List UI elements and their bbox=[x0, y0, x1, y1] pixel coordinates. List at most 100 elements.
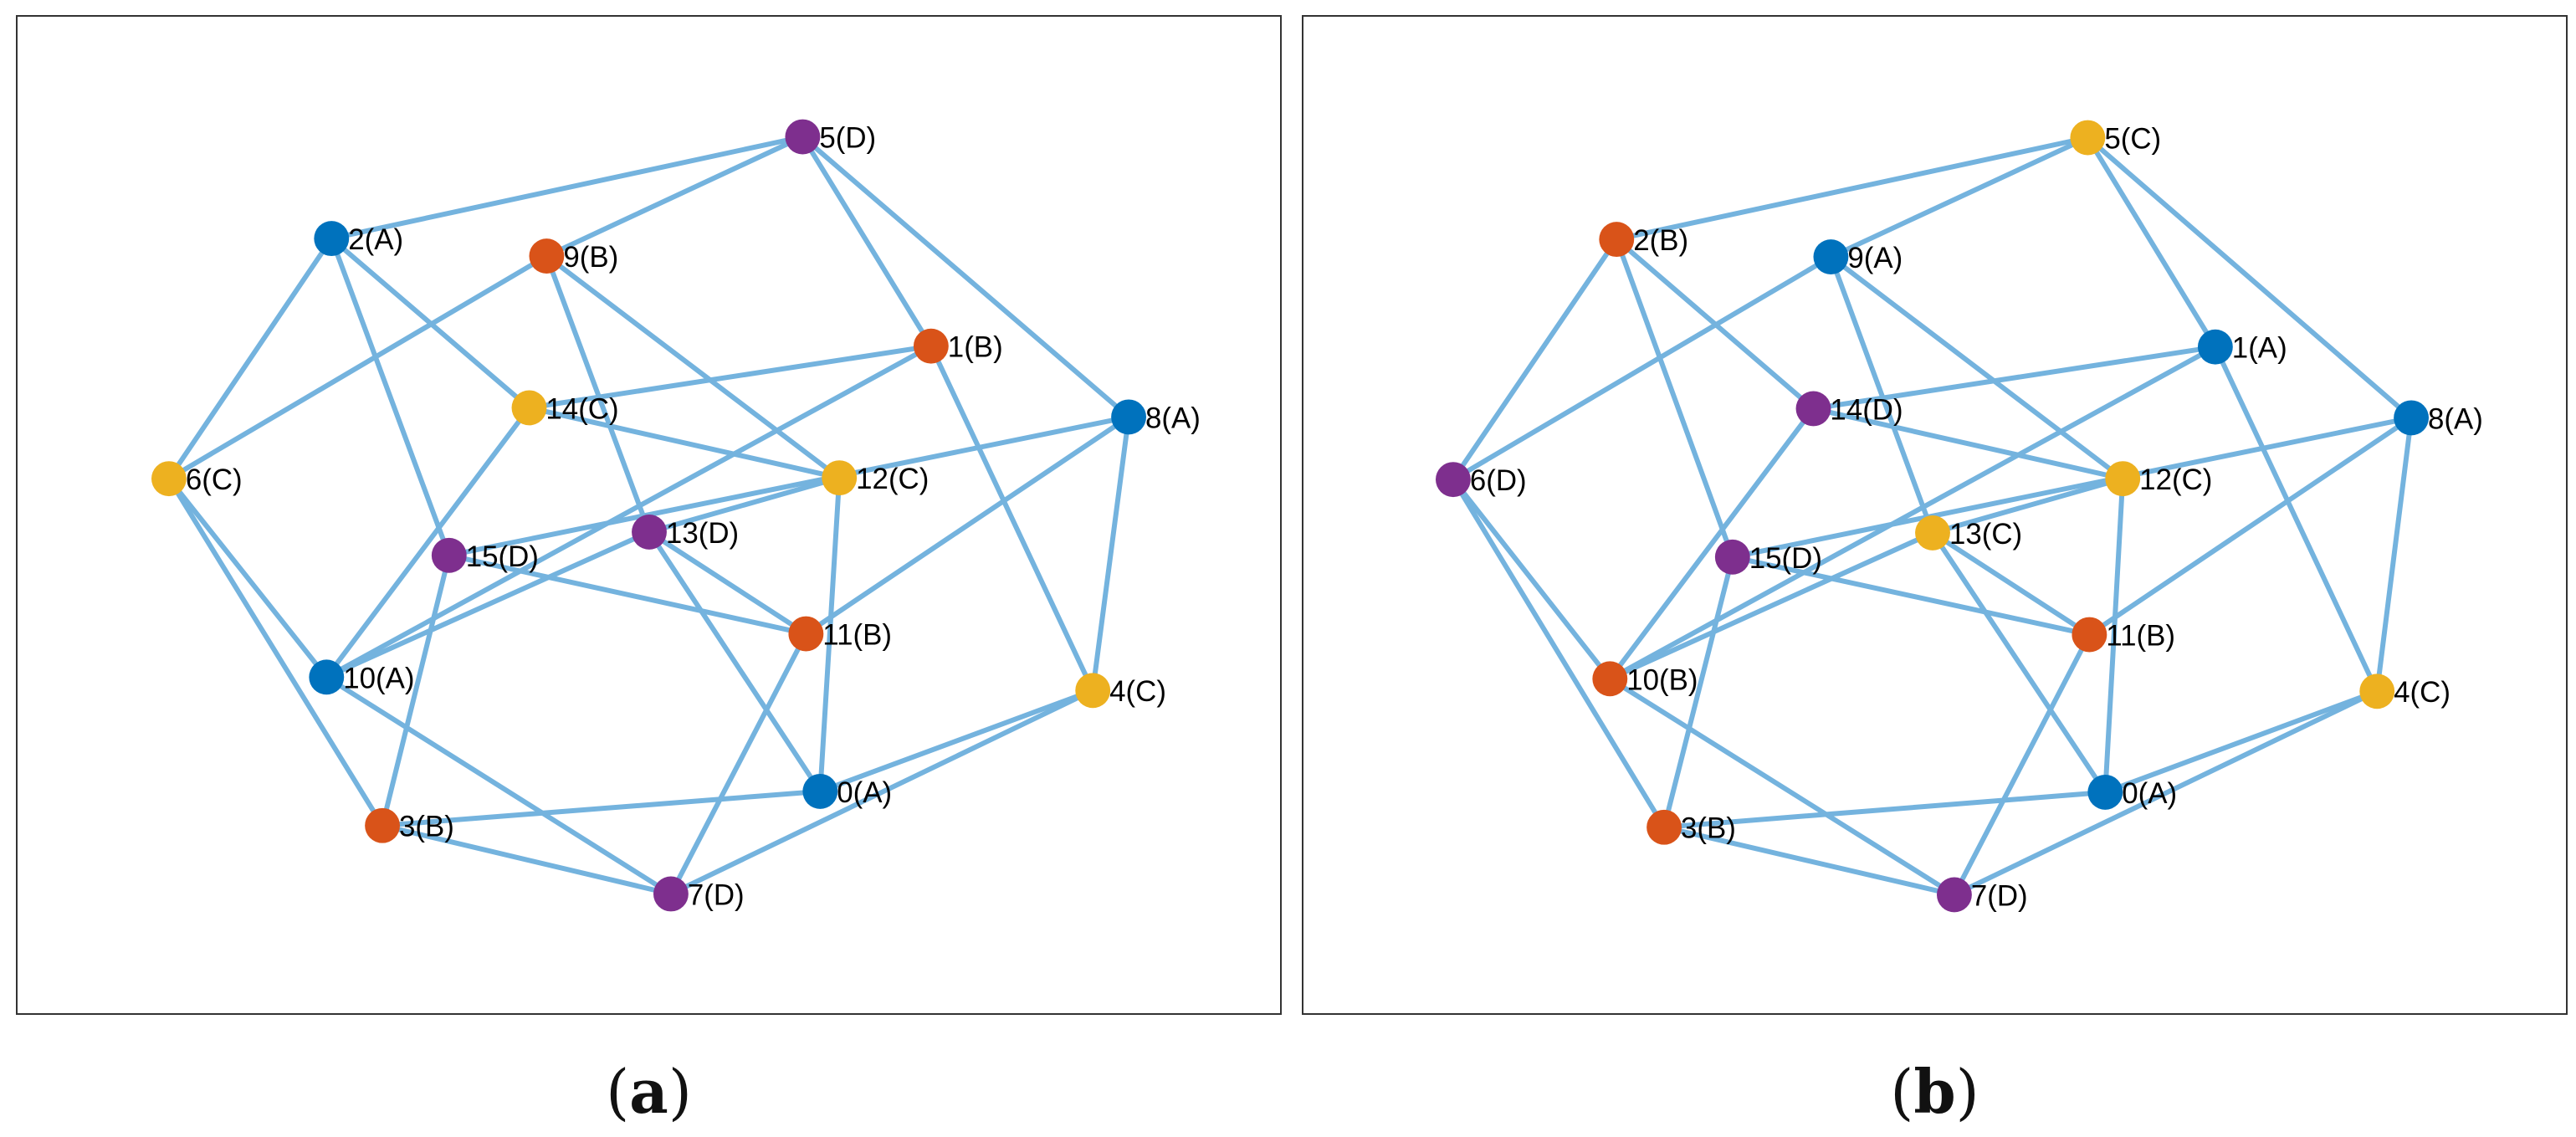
edge-5-9 bbox=[1828, 135, 2091, 260]
node-12 bbox=[2105, 461, 2141, 497]
node-1 bbox=[913, 328, 949, 364]
node-label-7: 7(D) bbox=[688, 878, 745, 911]
edge-14-12 bbox=[1810, 406, 2126, 482]
caption-a-letter: a bbox=[629, 1056, 668, 1127]
edge-9-13 bbox=[544, 254, 652, 535]
edge-0-3 bbox=[1662, 789, 2108, 830]
edge-12-13 bbox=[647, 475, 842, 535]
node-12 bbox=[822, 460, 858, 496]
edge-6-10 bbox=[166, 476, 330, 680]
node-label-9: 9(A) bbox=[1847, 242, 1903, 274]
node-label-6: 6(D) bbox=[1470, 464, 1527, 497]
node-2 bbox=[314, 221, 350, 257]
node-13 bbox=[1915, 515, 1950, 551]
edge-0-3 bbox=[380, 788, 823, 828]
edge-2-6 bbox=[1450, 237, 1620, 483]
node-15 bbox=[1714, 539, 1750, 575]
node-6 bbox=[151, 461, 187, 497]
edge-9-13 bbox=[1828, 254, 1935, 535]
graph-panel-a: 0(A)1(B)2(A)3(B)4(C)5(D)6(C)7(D)8(A)9(B)… bbox=[16, 15, 1282, 1015]
edges-group bbox=[1450, 135, 2415, 898]
edge-8-4 bbox=[1090, 414, 1132, 694]
edge-15-3 bbox=[380, 552, 452, 828]
edge-13-10 bbox=[1607, 530, 1935, 682]
node-label-12: 12(C) bbox=[2139, 464, 2212, 496]
edge-4-7 bbox=[668, 688, 1096, 897]
node-label-2: 2(B) bbox=[1633, 224, 1688, 257]
node-label-15: 15(D) bbox=[1749, 542, 1822, 575]
caption-b-letter: b bbox=[1913, 1056, 1956, 1127]
node-label-13: 13(D) bbox=[666, 517, 739, 550]
node-label-4: 4(C) bbox=[1109, 675, 1166, 708]
node-4 bbox=[1075, 673, 1111, 709]
nodes-group: 0(A)1(B)2(A)3(B)4(C)5(D)6(C)7(D)8(A)9(B)… bbox=[151, 119, 1201, 911]
graph-panel-b: 0(A)1(A)2(B)3(B)4(C)5(C)6(D)7(D)8(A)9(A)… bbox=[1302, 15, 2568, 1015]
edge-1-14 bbox=[526, 343, 934, 411]
node-9 bbox=[1813, 239, 1849, 274]
edge-1-4 bbox=[928, 343, 1096, 694]
edge-9-12 bbox=[544, 254, 842, 481]
edge-9-12 bbox=[1828, 254, 2126, 482]
node-label-14: 14(D) bbox=[1830, 393, 1903, 426]
node-label-6: 6(C) bbox=[186, 464, 243, 496]
edge-1-14 bbox=[1810, 344, 2218, 412]
node-label-5: 5(C) bbox=[2104, 122, 2161, 155]
edge-5-8 bbox=[2085, 135, 2415, 421]
node-label-8: 8(A) bbox=[1145, 402, 1201, 434]
edge-1-10 bbox=[1607, 344, 2218, 682]
edge-14-10 bbox=[324, 405, 532, 680]
node-label-9: 9(B) bbox=[563, 241, 618, 274]
edge-5-8 bbox=[800, 134, 1132, 420]
nodes-group: 0(A)1(A)2(B)3(B)4(C)5(C)6(D)7(D)8(A)9(A)… bbox=[1436, 120, 2483, 912]
node-10 bbox=[1592, 661, 1628, 697]
edge-8-11 bbox=[803, 414, 1132, 637]
edge-12-13 bbox=[1930, 476, 2126, 535]
edge-10-7 bbox=[324, 674, 673, 897]
node-label-12: 12(C) bbox=[856, 463, 929, 495]
edge-5-1 bbox=[2085, 135, 2218, 350]
node-10 bbox=[309, 659, 345, 695]
edge-9-6 bbox=[166, 254, 550, 482]
node-11 bbox=[788, 616, 824, 652]
edge-5-1 bbox=[800, 134, 934, 349]
node-label-11: 11(B) bbox=[822, 618, 892, 651]
node-5 bbox=[2070, 120, 2106, 156]
edge-6-10 bbox=[1450, 477, 1613, 682]
node-0 bbox=[802, 773, 838, 809]
edge-5-9 bbox=[544, 134, 806, 259]
edge-12-0 bbox=[817, 475, 842, 794]
edge-2-15 bbox=[329, 236, 452, 558]
edge-2-15 bbox=[1614, 237, 1735, 560]
node-label-1: 1(B) bbox=[948, 331, 1003, 364]
node-label-10: 10(A) bbox=[343, 662, 414, 694]
edge-1-4 bbox=[2212, 344, 2380, 694]
node-label-3: 3(B) bbox=[1681, 812, 1736, 845]
node-14 bbox=[1795, 391, 1831, 427]
node-14 bbox=[511, 390, 547, 426]
node-8 bbox=[2394, 400, 2430, 436]
node-label-5: 5(D) bbox=[819, 121, 876, 154]
edge-9-6 bbox=[1450, 254, 1834, 483]
edge-4-0 bbox=[2102, 689, 2380, 795]
node-6 bbox=[1436, 462, 1471, 498]
node-2 bbox=[1599, 222, 1635, 258]
edge-13-10 bbox=[324, 529, 652, 680]
edge-13-0 bbox=[1930, 530, 2108, 795]
edge-13-11 bbox=[647, 529, 809, 637]
node-label-14: 14(C) bbox=[545, 392, 618, 425]
edge-2-5 bbox=[329, 134, 806, 242]
edge-13-0 bbox=[647, 529, 823, 794]
node-label-4: 4(C) bbox=[2394, 676, 2451, 709]
node-label-13: 13(C) bbox=[1949, 518, 2022, 551]
edge-15-11 bbox=[1729, 554, 2092, 638]
caption-a: (a) bbox=[606, 1056, 692, 1127]
node-13 bbox=[632, 515, 667, 550]
edge-8-15 bbox=[446, 414, 1132, 558]
node-label-0: 0(A) bbox=[837, 776, 892, 809]
node-label-15: 15(D) bbox=[466, 540, 539, 573]
edge-12-0 bbox=[2102, 476, 2126, 795]
node-label-1: 1(A) bbox=[2232, 332, 2287, 365]
edge-11-7 bbox=[1951, 632, 2092, 898]
edge-14-10 bbox=[1607, 406, 1816, 682]
edge-8-15 bbox=[1729, 415, 2415, 560]
